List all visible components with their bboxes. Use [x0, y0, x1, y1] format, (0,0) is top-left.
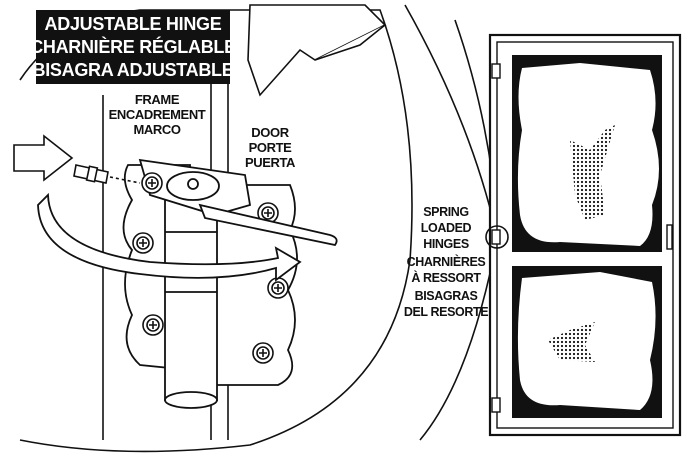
door-label-en: DOOR [251, 125, 289, 140]
screw-head-icon [141, 172, 163, 194]
door-label-es: PUERTA [245, 155, 296, 170]
hinge-barrel [164, 194, 218, 409]
title-line-1: ADJUSTABLE HINGE [45, 14, 222, 34]
door [485, 33, 682, 437]
spring-hinges-label: SPRING LOADED HINGES CHARNIÈRES À RESSOR… [404, 205, 489, 319]
door-label-fr: PORTE [249, 140, 293, 155]
hinge-highlight-circle [485, 225, 509, 249]
screw-head-icon [132, 232, 154, 254]
spring-label-4: CHARNIÈRES [407, 254, 486, 269]
spring-label-7: DEL RESORTE [404, 305, 488, 319]
frame-label-en: FRAME [135, 92, 180, 107]
frame-label-fr: ENCADREMENT [109, 107, 206, 122]
spring-label-2: LOADED [421, 221, 472, 235]
adjust-arrow-icon [37, 192, 302, 282]
frame-label: FRAME ENCADREMENT MARCO [109, 92, 207, 137]
screw-head-icon [252, 342, 274, 364]
spring-label-3: HINGES [423, 237, 469, 251]
screw-head-icon [267, 277, 289, 299]
spring-label-1: SPRING [423, 205, 469, 219]
door-label: DOOR PORTE PUERTA [245, 125, 296, 170]
title-block: ADJUSTABLE HINGE CHARNIÈRE RÉGLABLE BISA… [30, 10, 236, 84]
spring-label-5: À RESSORT [411, 270, 481, 285]
hex-key-icon [198, 203, 338, 247]
spring-label-6: BISAGRAS [415, 289, 478, 303]
frame-label-es: MARCO [133, 122, 180, 137]
panel-edge [247, 4, 387, 97]
screw-head-icon [257, 202, 279, 224]
screw-head-icon [142, 314, 164, 336]
adjust-pin [73, 164, 141, 184]
title-line-3: BISAGRA ADJUSTABLE [33, 60, 234, 80]
title-line-2: CHARNIÈRE RÉGLABLE [30, 36, 236, 57]
adjust-arrow-icon [13, 134, 74, 182]
